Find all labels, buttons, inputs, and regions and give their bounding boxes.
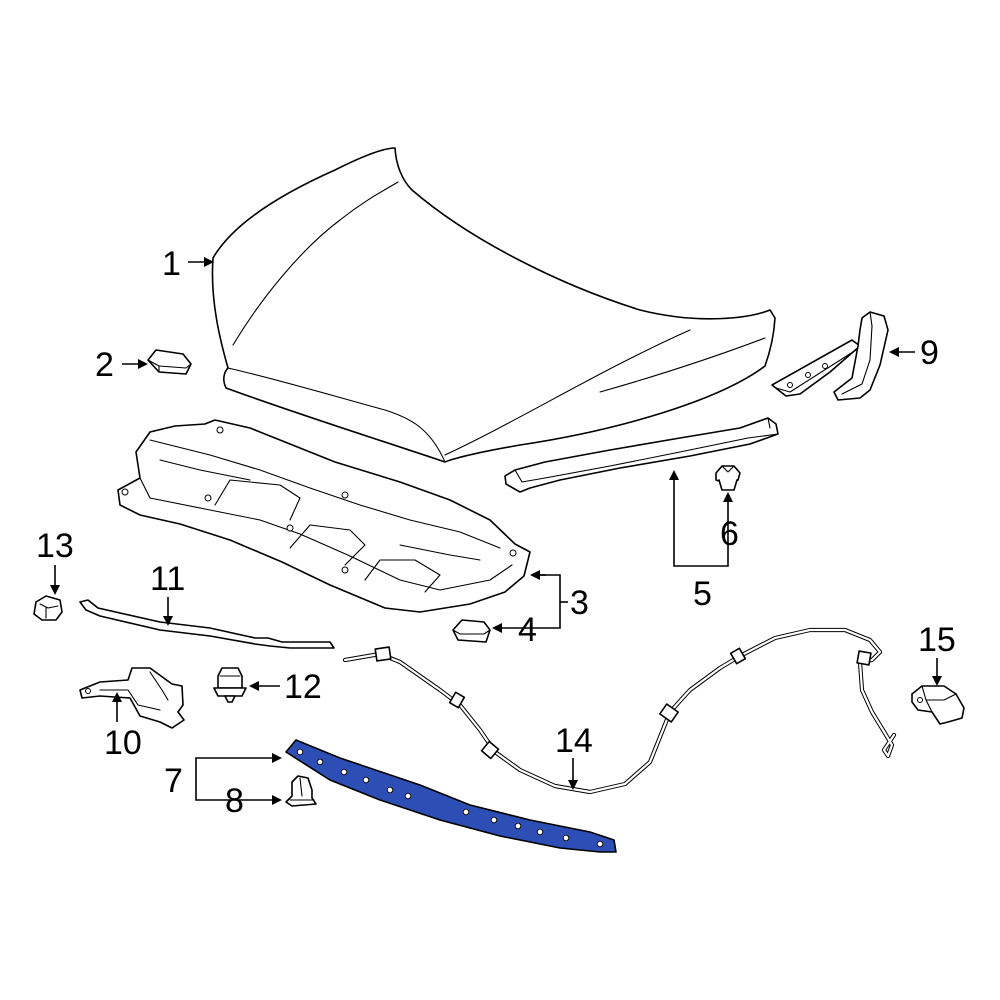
- callout-13: 13: [36, 527, 74, 565]
- callout-5: 5: [693, 575, 712, 613]
- callout-8: 8: [225, 782, 244, 820]
- hood-cushion-small: [452, 619, 491, 643]
- callout-3: 3: [570, 584, 589, 622]
- callout-11: 11: [150, 560, 185, 598]
- callout-15: 15: [918, 621, 956, 659]
- highlighted-seal-strip: [285, 739, 617, 853]
- callout-12: 12: [284, 668, 322, 706]
- callout-4: 4: [518, 611, 537, 649]
- callout-1: 1: [162, 245, 181, 283]
- cable-holder-bracket: [911, 685, 965, 725]
- callout-7: 7: [164, 762, 183, 800]
- callout-9: 9: [920, 334, 939, 372]
- callout-6: 6: [720, 515, 739, 553]
- hood-panel: [211, 147, 776, 463]
- hood-insulator-panel: [117, 419, 531, 613]
- grommet-fastener: [213, 667, 247, 703]
- callout-labels: 1 2 3 4 5 6 7 8 9 10 11 12 13 14 15: [36, 245, 956, 820]
- seal-clip: [285, 775, 317, 807]
- hood-seal-weatherstrip: [504, 417, 779, 493]
- push-clip: [33, 595, 63, 621]
- latch-support-bracket: [79, 667, 185, 729]
- hood-bumper-cushion: [147, 349, 192, 375]
- callout-10: 10: [104, 724, 142, 762]
- callout-2: 2: [95, 346, 114, 384]
- hood-prop-rod: [79, 599, 335, 649]
- retainer-clip: [715, 465, 741, 491]
- leader-lines: [50, 257, 942, 805]
- hood-hinge-bracket: [771, 311, 889, 401]
- hood-release-cable: [342, 627, 897, 795]
- callout-14: 14: [555, 722, 593, 760]
